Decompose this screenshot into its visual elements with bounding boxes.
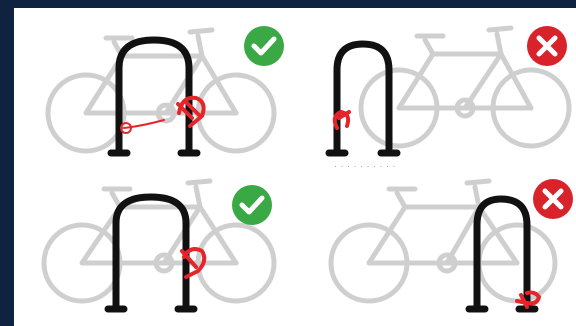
panel-incorrect-wheel-only [295,167,576,326]
x-badge [527,26,567,66]
check-badge [244,26,284,66]
faint-caption: · · · · · · · · · · [334,161,396,171]
bicycle-illustration [48,30,274,151]
x-badge [533,179,573,219]
check-badge [232,185,272,225]
panel-correct-frame-lock [14,8,294,167]
panel-incorrect-detached [295,8,576,167]
panel-correct-rack-frame [14,167,294,326]
bicycle-illustration [331,181,555,301]
bike-parking-guide: · · · · · · · · · · [14,8,576,326]
